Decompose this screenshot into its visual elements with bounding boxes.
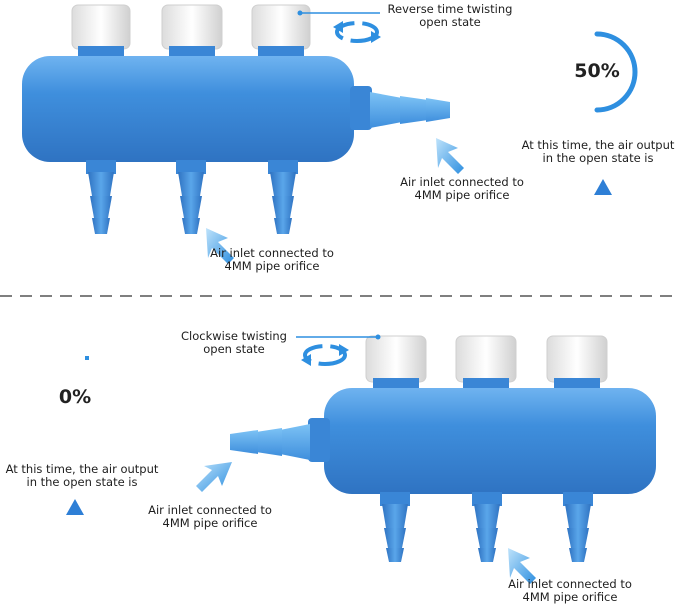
top-manifold-body	[22, 56, 354, 162]
bottom-output-note: At this time, the air output in the open…	[5, 462, 159, 489]
bottom-manifold	[230, 335, 656, 562]
top-bottom-nozzle-2	[176, 160, 206, 234]
bottom-valve-cap-2	[455, 335, 517, 392]
bottom-valve-cap-1	[365, 335, 427, 392]
bottom-bottom-nozzle-2	[472, 492, 502, 562]
bottom-bottom-nozzle-1	[380, 492, 410, 562]
top-bottom-nozzle-1	[86, 160, 116, 234]
top-percent-value: 50%	[574, 60, 620, 82]
top-side-inlet-label: Air inlet connected to 4MM pipe orifice	[400, 175, 524, 202]
bottom-triangle-icon	[66, 499, 84, 515]
bottom-bottom-inlet-label: Air inlet connected to 4MM pipe orifice	[508, 577, 632, 604]
rotate-cw-icon	[301, 344, 349, 366]
top-triangle-icon	[594, 179, 612, 195]
rotate-ccw-icon	[333, 21, 381, 43]
bottom-open-gauge-tick	[85, 356, 89, 360]
bottom-leader-dot	[375, 334, 381, 340]
bottom-manifold-body	[324, 388, 656, 494]
top-twist-label: Reverse time twisting open state	[387, 2, 513, 29]
bottom-side-nozzle	[230, 418, 330, 462]
top-side-nozzle	[350, 86, 450, 130]
bottom-side-inlet-label: Air inlet connected to 4MM pipe orifice	[148, 503, 272, 530]
top-valve-cap-1	[71, 4, 131, 60]
top-bottom-nozzle-3	[268, 160, 298, 234]
top-manifold	[22, 4, 450, 234]
top-bottom-inlet-arrow-icon	[206, 228, 234, 264]
bottom-bottom-inlet-arrow-icon	[508, 548, 536, 584]
top-bottom-inlet-label: Air inlet connected to 4MM pipe orifice	[210, 246, 334, 273]
bottom-twist-label: Clockwise twisting open state	[181, 329, 287, 356]
bottom-percent-value: 0%	[58, 386, 92, 408]
top-open-gauge-arc	[594, 31, 638, 113]
top-side-inlet-arrow-icon	[436, 138, 464, 174]
bottom-side-inlet-arrow-icon	[196, 462, 232, 492]
top-output-note: At this time, the air output in the open…	[521, 138, 675, 165]
bottom-bottom-nozzle-3	[563, 492, 593, 562]
top-valve-cap-2	[161, 4, 223, 60]
top-leader-dot	[297, 10, 303, 16]
bottom-valve-cap-3	[546, 335, 608, 392]
